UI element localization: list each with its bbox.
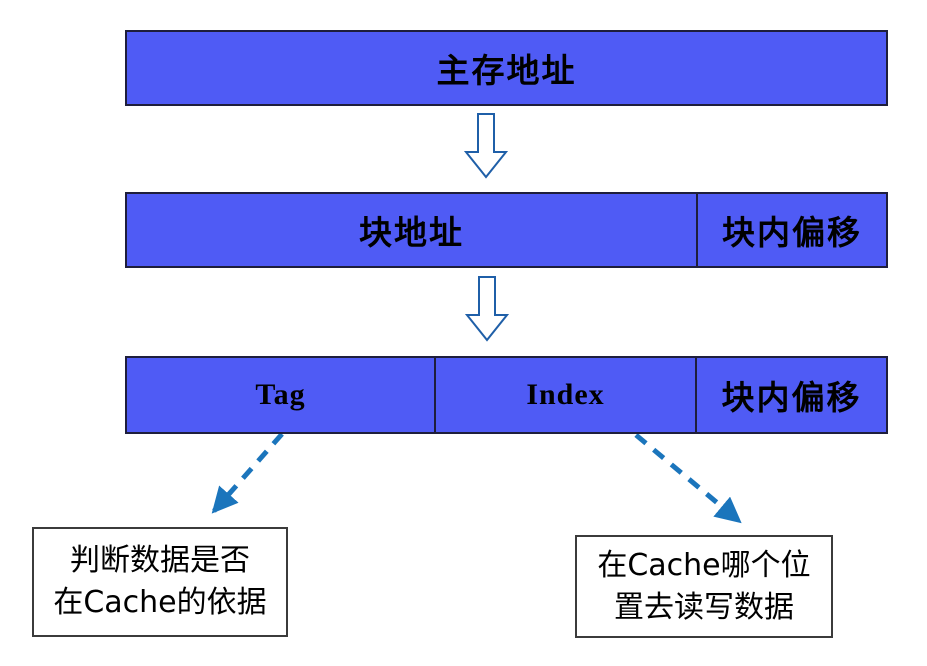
dashed-arrow-tag-to-callout: [211, 432, 284, 514]
cell-main-memory-address: 主存地址: [436, 51, 577, 90]
callout-tag-line-1: 判断数据是否: [70, 543, 250, 578]
bar-main-memory-address: 主存地址: [125, 30, 888, 106]
dashed-arrow-index-to-callout: [634, 433, 742, 524]
bar-cache-address-fields: Tag Index 块内偏移: [125, 356, 888, 434]
cell-block-address: 块地址: [359, 213, 464, 252]
cell-block-offset-2: 块内偏移: [695, 358, 886, 432]
cell-block-offset: 块内偏移: [696, 194, 886, 266]
callout-index-line-1: 在Cache哪个位: [597, 547, 811, 583]
cell-tag: Tag: [255, 378, 306, 411]
callout-index-line-2: 置去读写数据: [614, 589, 794, 625]
callout-tag-line-2: 在Cache的依据: [53, 585, 267, 620]
down-arrow-icon: [463, 113, 509, 179]
callout-tag-purpose: 判断数据是否 在Cache的依据: [32, 527, 288, 637]
cell-index: Index: [434, 358, 695, 432]
bar-block-address: 块地址 块内偏移: [125, 192, 888, 268]
callout-index-purpose: 在Cache哪个位 置去读写数据: [575, 535, 833, 638]
down-arrow-icon: [464, 276, 510, 342]
